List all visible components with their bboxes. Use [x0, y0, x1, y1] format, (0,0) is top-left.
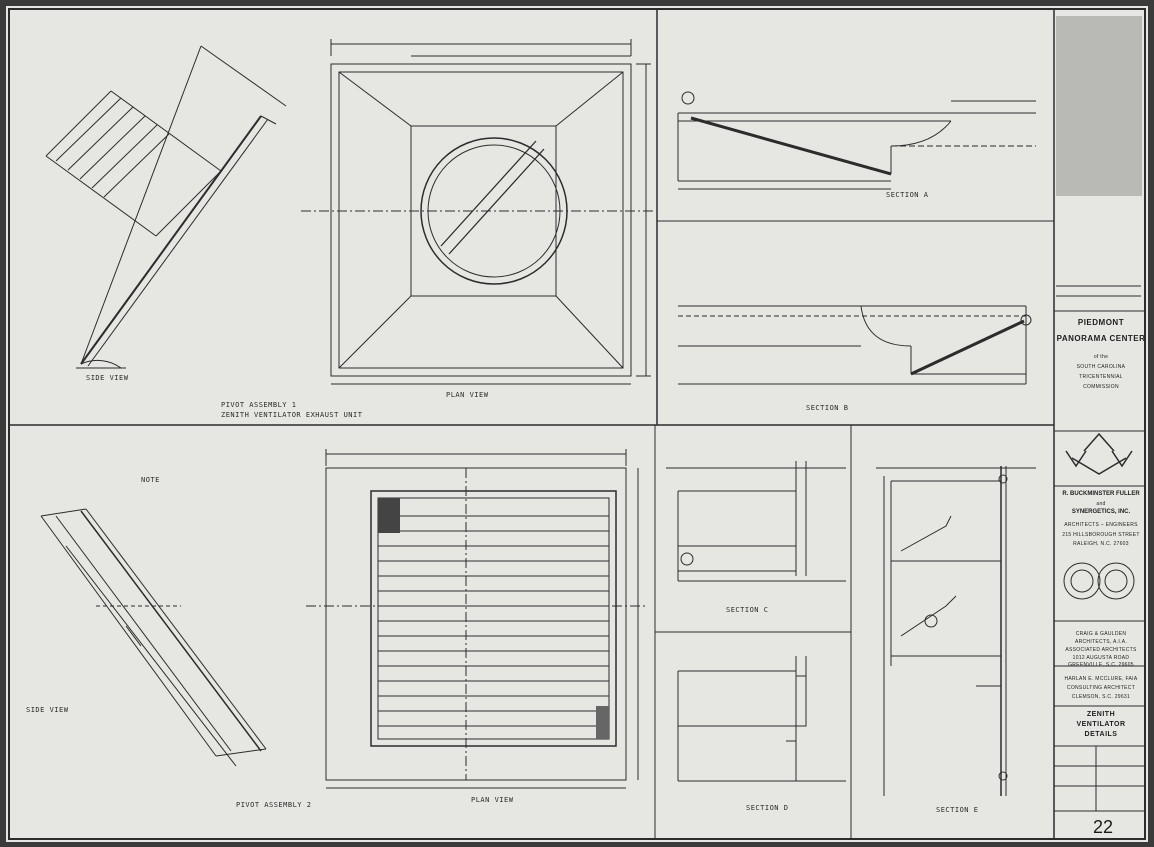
consult-role: CONSULTING ARCHITECT — [1066, 685, 1136, 691]
plan-view-bottom — [306, 449, 646, 789]
section-d-label: SECTION D — [746, 804, 789, 812]
consult-name: HARLAN E. MCCLURE, FAIA — [1064, 676, 1138, 682]
section-a-drawing — [677, 91, 1036, 190]
assoc-role: ASSOCIATED ARCHITECTS — [1065, 647, 1137, 653]
firm-address-2: RALEIGH, N.C. 27603 — [1073, 541, 1129, 547]
firm-role: ARCHITECTS – ENGINEERS — [1064, 522, 1138, 528]
sheet-number: 22 — [1092, 817, 1114, 837]
drawing-sheet: SIDE VIEW PIVOT ASSEMBLY 1 ZENITH VENTIL… — [6, 6, 1148, 842]
project-line-6: COMMISSION — [1083, 384, 1119, 390]
firm-address-1: 215 HILLSBOROUGH STREET — [1062, 532, 1140, 538]
firm-name-1: R. BUCKMINSTER FULLER — [1062, 491, 1140, 497]
project-line-2: PANORAMA CENTER — [1056, 334, 1146, 343]
assoc-address-1: 1012 AUGUSTA ROAD — [1072, 655, 1130, 661]
pivot-assembly-sub-label: ZENITH VENTILATOR EXHAUST UNIT — [221, 411, 363, 419]
assoc-name-1: CRAIG & GAULDEN — [1075, 631, 1127, 637]
plan-view-bottom-label: PLAN VIEW — [471, 796, 514, 804]
note-label: NOTE — [141, 476, 160, 484]
project-line-1: PIEDMONT — [1077, 318, 1125, 327]
pivot-side-view-bottom — [40, 508, 267, 767]
side-view-bottom-label: SIDE VIEW — [26, 706, 69, 714]
plan-view-top — [301, 39, 656, 385]
section-a-label: SECTION A — [886, 191, 929, 199]
title-block-lines — [1054, 285, 1145, 812]
pivot-assembly-2-label: PIVOT ASSEMBLY 2 — [236, 801, 312, 809]
project-line-3: of the — [1093, 354, 1109, 360]
section-b-drawing — [678, 305, 1032, 385]
section-b-label: SECTION B — [806, 404, 849, 412]
firm-name-3: SYNERGETICS, INC. — [1071, 509, 1131, 515]
section-e-drawing — [876, 466, 1036, 796]
logo-mark — [1065, 432, 1133, 475]
assoc-name-2: ARCHITECTS, A.I.A. — [1074, 639, 1128, 645]
side-view-top-label: SIDE VIEW — [86, 374, 129, 382]
assoc-address-2: GREENVILLE, S.C. 29605 — [1068, 662, 1134, 668]
sheet-title-2: VENTILATOR — [1076, 721, 1126, 728]
pivot-side-view-top — [45, 45, 287, 369]
project-line-4: SOUTH CAROLINA — [1076, 364, 1126, 370]
consult-address: CLEMSON, S.C. 29631 — [1071, 694, 1131, 700]
firm-name-2: and — [1096, 501, 1106, 507]
sheet-title-3: DETAILS — [1084, 731, 1118, 738]
plan-view-top-label: PLAN VIEW — [446, 391, 489, 399]
pivot-assembly-label: PIVOT ASSEMBLY 1 — [221, 401, 297, 409]
section-c-drawing — [666, 461, 846, 582]
sheet-title-1: ZENITH — [1086, 711, 1116, 718]
title-block: PIEDMONT PANORAMA CENTER of the SOUTH CA… — [1054, 6, 1148, 842]
project-line-5: TRICENTENNIAL — [1079, 374, 1123, 380]
section-d-drawing — [677, 656, 846, 782]
section-c-label: SECTION C — [726, 606, 769, 614]
section-e-label: SECTION E — [936, 806, 979, 814]
drawing-linework — [8, 8, 1146, 840]
